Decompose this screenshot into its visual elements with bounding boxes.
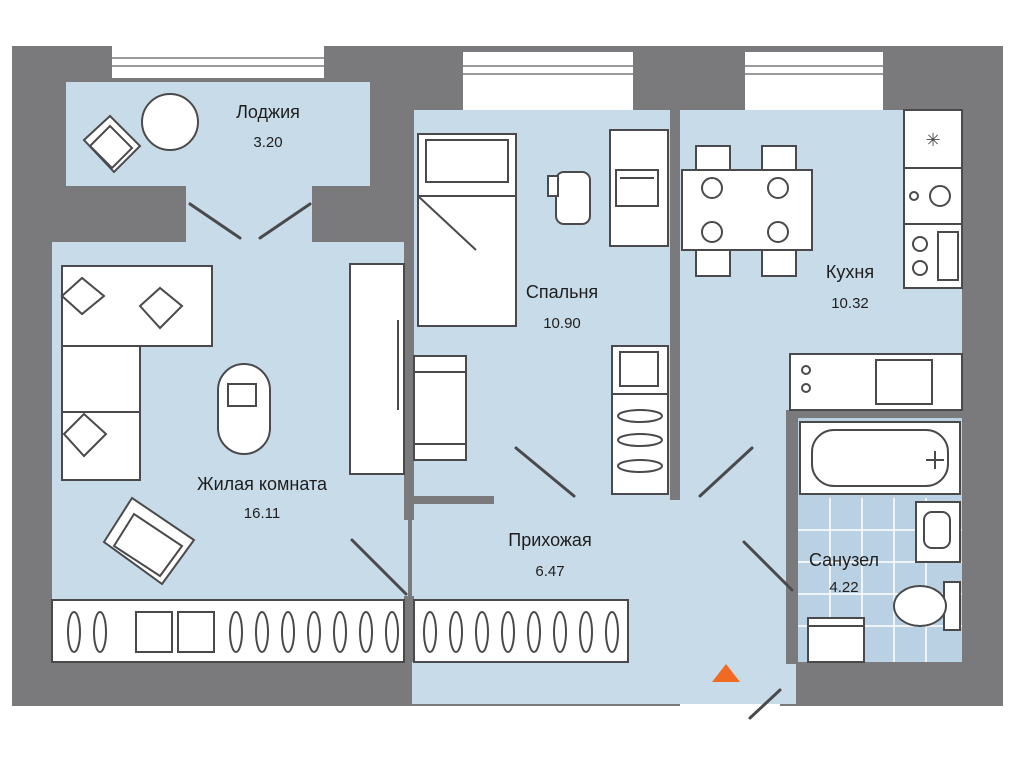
drying-rack-icon (413, 355, 467, 461)
sofa-icon (61, 265, 213, 481)
hanger-icon (617, 409, 663, 473)
window-kitchen (745, 52, 883, 110)
shoe-box-icon (135, 611, 215, 653)
kitchen-label: Кухня (826, 262, 874, 282)
armchair-living-icon (102, 496, 196, 586)
stove-icon (903, 223, 963, 289)
bathroom-area: 4.22 (829, 579, 858, 596)
hallway-area: 6.47 (535, 563, 564, 580)
svg-text:✳: ✳ (925, 130, 940, 151)
window-loggia (112, 46, 324, 78)
hallway-label: Прихожая (508, 530, 591, 550)
bathroom-label: Санузел (809, 550, 879, 570)
doors (188, 202, 794, 720)
living-label: Жилая комната (197, 474, 328, 494)
kitchen-counter-icon (789, 353, 963, 411)
pillow-icon (60, 276, 184, 458)
living-area: 16.11 (244, 505, 280, 522)
chair-icon (695, 145, 797, 277)
office-chair-icon (547, 171, 591, 225)
kitchen-area: 10.32 (831, 295, 869, 312)
bathtub-icon (799, 421, 961, 495)
tv-stand-icon (349, 263, 405, 475)
window-bedroom (463, 52, 633, 110)
round-table-icon (141, 93, 199, 151)
loggia-area: 3.20 (253, 134, 282, 151)
laptop-icon (615, 169, 659, 207)
sink-bathroom-icon (915, 501, 961, 563)
washing-machine-icon (807, 617, 865, 663)
coffee-table-icon (217, 363, 271, 455)
bed-icon (417, 133, 517, 327)
bedroom-label: Спальня (526, 282, 598, 302)
dining-table-icon (681, 169, 813, 251)
armchair-icon (82, 114, 142, 174)
interior-walls (52, 102, 962, 664)
sink-icon (903, 167, 963, 225)
entrance-arrow-icon (712, 664, 740, 682)
hanger-row-icon (67, 611, 619, 653)
fridge-icon: ✳ (903, 109, 963, 169)
loggia-label: Лоджия (236, 102, 300, 122)
toilet-icon (893, 581, 961, 631)
bedroom-area: 10.90 (543, 315, 581, 332)
